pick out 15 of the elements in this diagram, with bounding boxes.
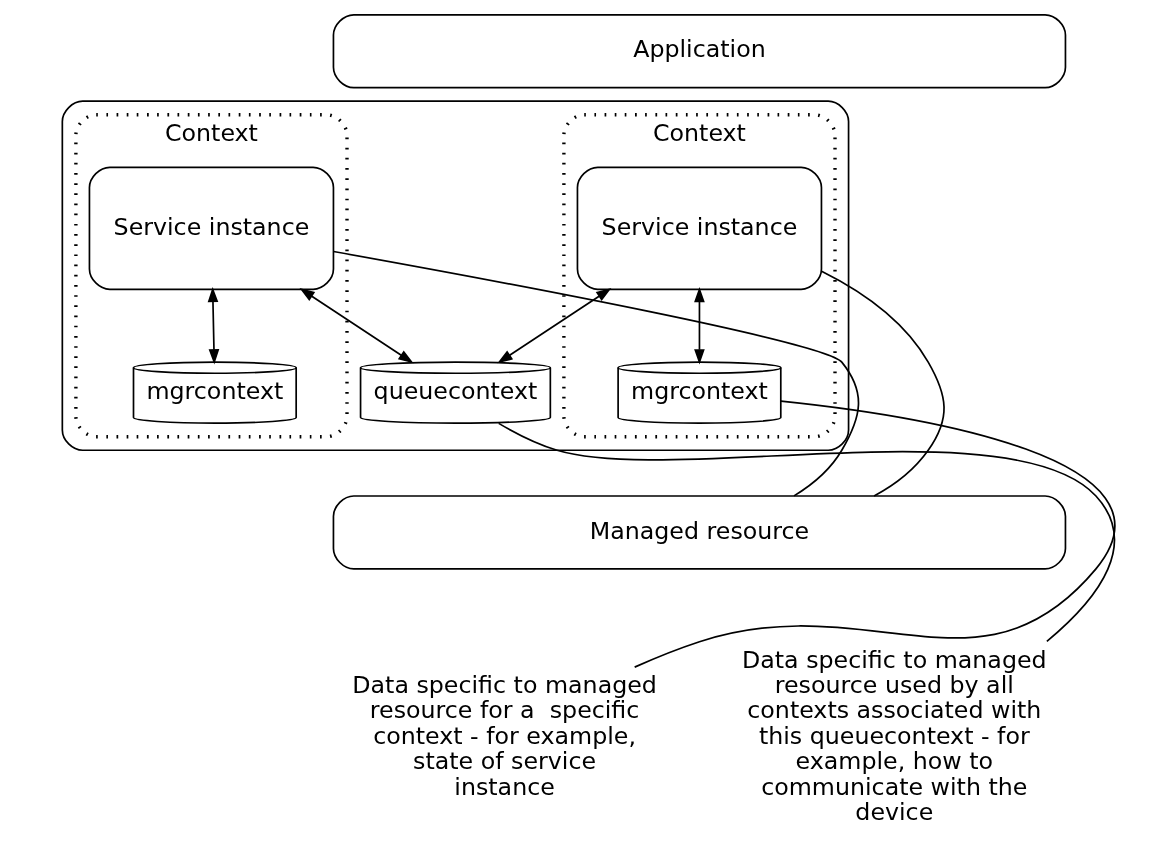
connector: [820, 270, 945, 497]
arrow: [694, 286, 705, 365]
arrow: [497, 288, 612, 364]
cluster: [61, 100, 850, 452]
node-box: Managed resource: [332, 495, 1067, 570]
connector: [332, 250, 860, 497]
arrow: [207, 286, 220, 365]
node-text: Data specific to managed resource for a specific context - for example, state of service instance: [352, 670, 657, 801]
node-box: Service instance: [88, 166, 335, 291]
node-box: Application: [332, 13, 1067, 89]
connector: [497, 422, 1116, 643]
connector: [633, 400, 1116, 668]
node-box: Service instance: [576, 166, 823, 291]
arrow: [299, 288, 414, 364]
node-text: Data specific to managed resource used by all contexts associated with this queuecontext - for example, how to communicate with the device: [742, 645, 1047, 826]
